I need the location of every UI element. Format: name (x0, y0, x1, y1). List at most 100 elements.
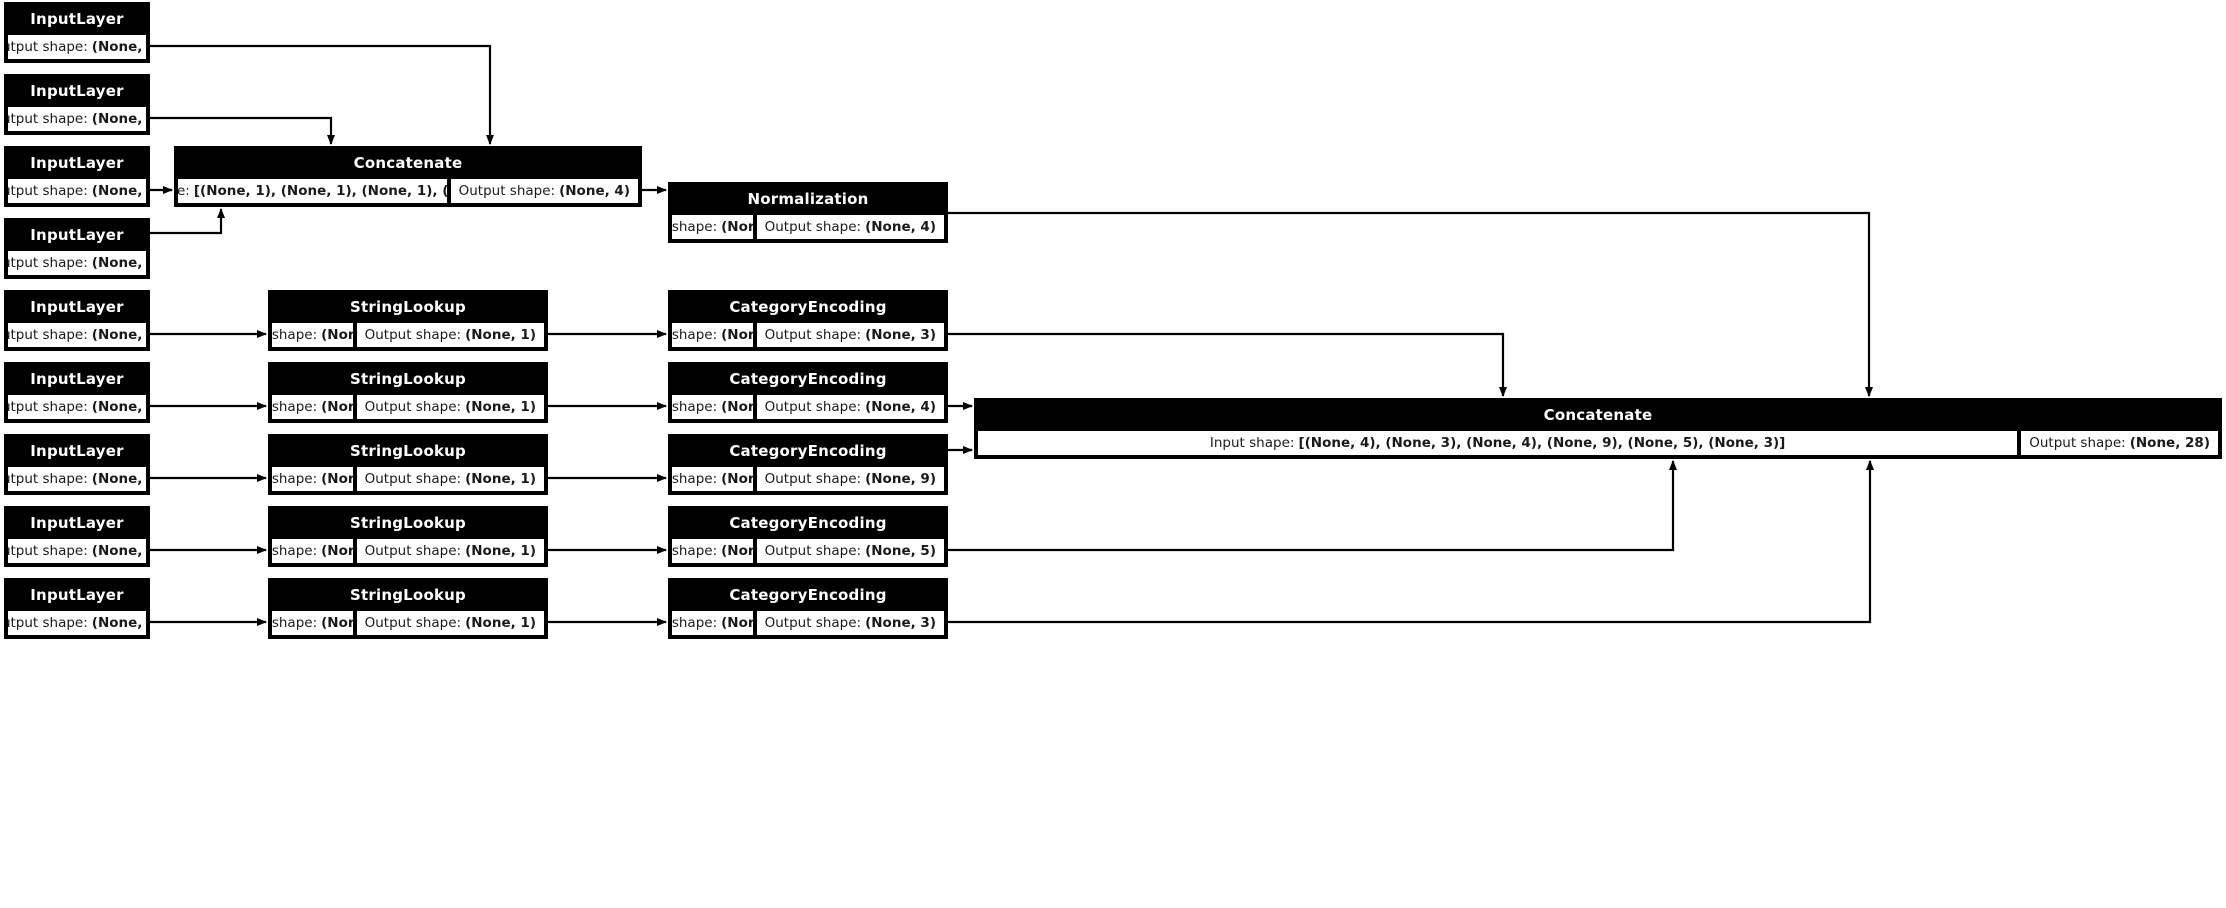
node-shape-row-input_2: Output shape:(None, 1) (6, 106, 148, 133)
shape-value: (None, 1) (321, 543, 352, 559)
shape-value: (None, 1) (465, 615, 536, 631)
input-shape-cell-lookup_3: Input shape:(None, 1) (271, 466, 354, 492)
shape-label: Output shape: (764, 543, 862, 559)
shape-label: Output shape: (8, 327, 88, 343)
output-shape-cell-lookup_3: Output shape:(None, 1) (355, 466, 545, 492)
shape-value: (None, 1) (91, 471, 146, 487)
node-encoding_4[interactable]: CategoryEncodingInput shape:(None, 1)Out… (668, 506, 948, 567)
node-title-input_4: InputLayer (6, 220, 148, 250)
shape-label: Output shape: (364, 327, 462, 343)
input-shape-cell-encoding_5: Input shape:(None, 1) (671, 610, 754, 636)
shape-label: Input shape: (671, 615, 718, 631)
node-input_5[interactable]: InputLayerOutput shape:(None, 1) (4, 290, 150, 351)
node-input_8[interactable]: InputLayerOutput shape:(None, 1) (4, 506, 150, 567)
node-encoding_1[interactable]: CategoryEncodingInput shape:(None, 1)Out… (668, 290, 948, 351)
node-shape-row-lookup_4: Input shape:(None, 1)Output shape:(None,… (270, 538, 546, 565)
shape-label: Output shape: (764, 399, 862, 415)
node-input_6[interactable]: InputLayerOutput shape:(None, 1) (4, 362, 150, 423)
shape-value: (None, 1) (721, 615, 752, 631)
node-shape-row-normalization: Input shape:(None, 4)Output shape:(None,… (670, 214, 946, 241)
input-shape-cell-lookup_1: Input shape:(None, 1) (271, 322, 354, 348)
node-title-lookup_2: StringLookup (270, 364, 546, 394)
node-title-input_7: InputLayer (6, 436, 148, 466)
shape-label: Input shape: (671, 399, 718, 415)
node-shape-row-input_4: Output shape:(None, 1) (6, 250, 148, 277)
shape-label: Output shape: (364, 399, 462, 415)
input-shape-cell-lookup_5: Input shape:(None, 1) (271, 610, 354, 636)
shape-value: (None, 9) (865, 471, 936, 487)
output-shape-cell-encoding_4: Output shape:(None, 5) (755, 538, 945, 564)
node-shape-row-encoding_4: Input shape:(None, 1)Output shape:(None,… (670, 538, 946, 565)
shape-value: (None, 4) (865, 399, 936, 415)
input-shape-cell-lookup_2: Input shape:(None, 1) (271, 394, 354, 420)
node-shape-row-input_8: Output shape:(None, 1) (6, 538, 148, 565)
node-lookup_3[interactable]: StringLookupInput shape:(None, 1)Output … (268, 434, 548, 495)
node-shape-row-encoding_3: Input shape:(None, 1)Output shape:(None,… (670, 466, 946, 493)
node-normalization[interactable]: NormalizationInput shape:(None, 4)Output… (668, 182, 948, 243)
node-title-encoding_4: CategoryEncoding (670, 508, 946, 538)
shape-label: Input shape: (271, 615, 318, 631)
shape-value: (None, 1) (91, 111, 146, 127)
node-input_3[interactable]: InputLayerOutput shape:(None, 1) (4, 146, 150, 207)
node-lookup_4[interactable]: StringLookupInput shape:(None, 1)Output … (268, 506, 548, 567)
node-shape-row-input_1: Output shape:(None, 1) (6, 34, 148, 61)
input-shape-cell-normalization: Input shape:(None, 4) (671, 214, 754, 240)
shape-label: Input shape: (671, 219, 718, 235)
output-shape-cell-input_1: Output shape:(None, 1) (7, 34, 147, 60)
node-input_9[interactable]: InputLayerOutput shape:(None, 1) (4, 578, 150, 639)
shape-value: (None, 3) (865, 615, 936, 631)
shape-value: (None, 28) (2129, 435, 2210, 451)
output-shape-cell-encoding_2: Output shape:(None, 4) (755, 394, 945, 420)
node-encoding_5[interactable]: CategoryEncodingInput shape:(None, 1)Out… (668, 578, 948, 639)
shape-label: Output shape: (764, 615, 862, 631)
output-shape-cell-concat_all: Output shape:(None, 28) (2020, 430, 2219, 456)
shape-value: (None, 1) (721, 399, 752, 415)
node-title-lookup_3: StringLookup (270, 436, 546, 466)
shape-value: (None, 1) (321, 615, 352, 631)
node-input_2[interactable]: InputLayerOutput shape:(None, 1) (4, 74, 150, 135)
node-input_4[interactable]: InputLayerOutput shape:(None, 1) (4, 218, 150, 279)
shape-value: (None, 1) (465, 399, 536, 415)
shape-label: Input shape: (671, 327, 718, 343)
input-shape-cell-encoding_1: Input shape:(None, 1) (671, 322, 754, 348)
shape-value: (None, 1) (91, 543, 146, 559)
node-lookup_5[interactable]: StringLookupInput shape:(None, 1)Output … (268, 578, 548, 639)
output-shape-cell-input_3: Output shape:(None, 1) (7, 178, 147, 204)
node-lookup_2[interactable]: StringLookupInput shape:(None, 1)Output … (268, 362, 548, 423)
shape-value: (None, 1) (91, 399, 146, 415)
shape-label: Output shape: (8, 39, 88, 55)
input-shape-cell-concat_numeric: Input shape:[(None, 1), (None, 1), (None… (177, 178, 448, 204)
shape-label: Output shape: (364, 615, 462, 631)
output-shape-cell-lookup_2: Output shape:(None, 1) (355, 394, 545, 420)
node-title-lookup_4: StringLookup (270, 508, 546, 538)
shape-value: [(None, 1), (None, 1), (None, 1), (None,… (193, 183, 447, 199)
node-title-encoding_1: CategoryEncoding (670, 292, 946, 322)
shape-value: (None, 4) (559, 183, 630, 199)
output-shape-cell-concat_numeric: Output shape:(None, 4) (449, 178, 639, 204)
node-input_7[interactable]: InputLayerOutput shape:(None, 1) (4, 434, 150, 495)
output-shape-cell-input_6: Output shape:(None, 1) (7, 394, 147, 420)
node-encoding_2[interactable]: CategoryEncodingInput shape:(None, 1)Out… (668, 362, 948, 423)
output-shape-cell-encoding_1: Output shape:(None, 3) (755, 322, 945, 348)
shape-value: (None, 1) (91, 255, 146, 271)
node-title-input_1: InputLayer (6, 4, 148, 34)
node-title-normalization: Normalization (670, 184, 946, 214)
node-title-input_9: InputLayer (6, 580, 148, 610)
node-input_1[interactable]: InputLayerOutput shape:(None, 1) (4, 2, 150, 63)
edge-input_2-to-concat_numeric (150, 116, 335, 145)
node-lookup_1[interactable]: StringLookupInput shape:(None, 1)Output … (268, 290, 548, 351)
node-encoding_3[interactable]: CategoryEncodingInput shape:(None, 1)Out… (668, 434, 948, 495)
input-shape-cell-encoding_3: Input shape:(None, 1) (671, 466, 754, 492)
node-shape-row-concat_all: Input shape:[(None, 4), (None, 3), (None… (976, 430, 2220, 457)
node-shape-row-input_3: Output shape:(None, 1) (6, 178, 148, 205)
input-shape-cell-lookup_4: Input shape:(None, 1) (271, 538, 354, 564)
shape-label: Output shape: (8, 615, 88, 631)
shape-value: (None, 3) (865, 327, 936, 343)
output-shape-cell-input_2: Output shape:(None, 1) (7, 106, 147, 132)
shape-label: Output shape: (764, 327, 862, 343)
edge-encoding_1-to-concat_all (948, 332, 1507, 397)
shape-value: (None, 1) (465, 327, 536, 343)
input-shape-cell-concat_all: Input shape:[(None, 4), (None, 3), (None… (977, 430, 2019, 456)
